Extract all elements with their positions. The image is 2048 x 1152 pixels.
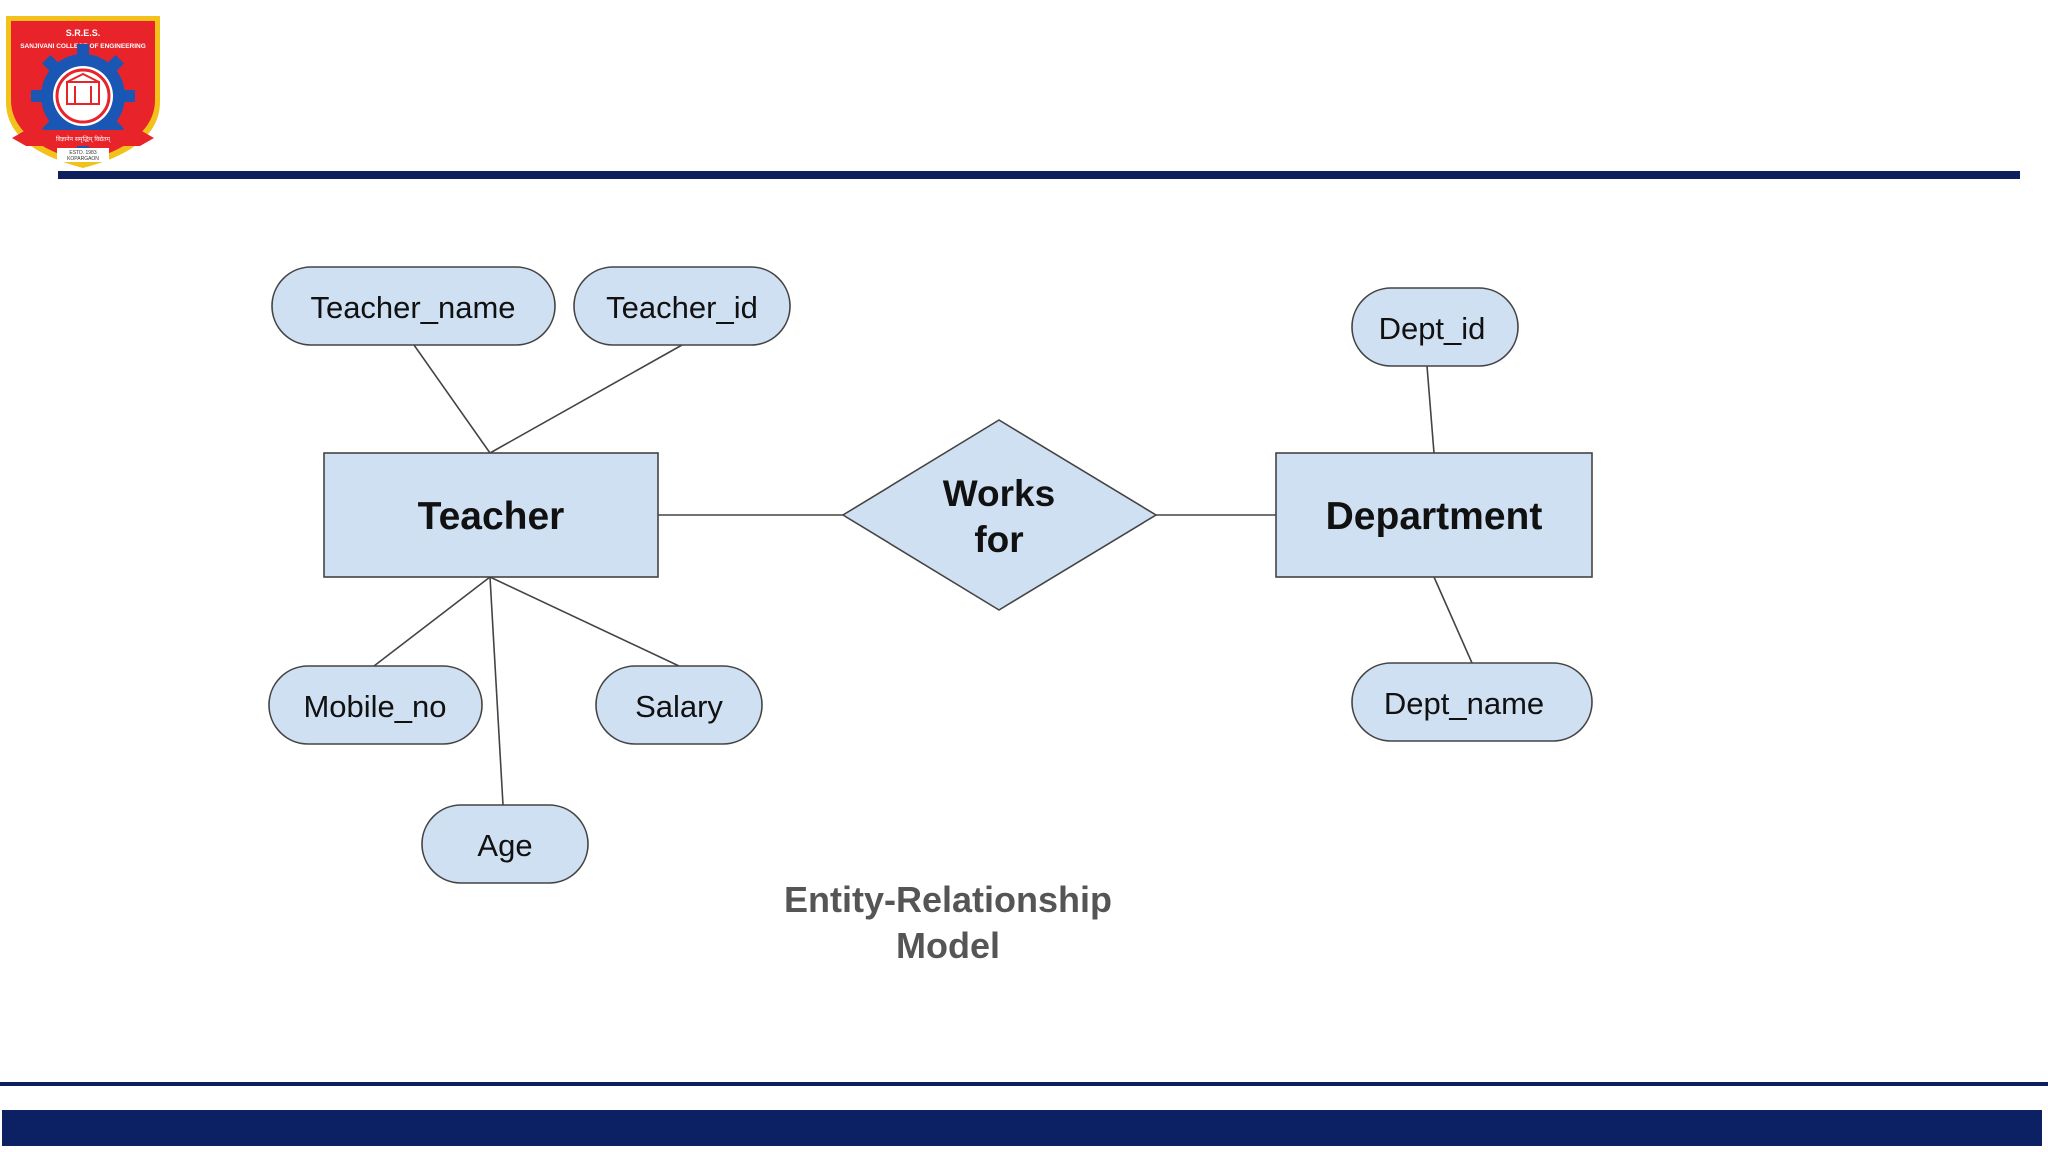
line-teacher-teacher-name	[413, 344, 491, 454]
line-teacher-teacher-id	[489, 344, 683, 454]
line-teacher-salary	[489, 576, 680, 667]
attribute-teacher-name-label: Teacher_name	[310, 290, 515, 325]
attribute-salary-label: Salary	[635, 689, 723, 724]
svg-text:S.R.E.S.: S.R.E.S.	[66, 28, 101, 38]
attribute-age-label: Age	[477, 828, 532, 863]
entity-teacher-label: Teacher	[418, 495, 565, 538]
attribute-age: Age	[421, 804, 589, 884]
attribute-dept-id: Dept_id	[1351, 287, 1519, 367]
footer-bar	[2, 1110, 2042, 1146]
attribute-mobile-no-label: Mobile_no	[303, 689, 446, 724]
relationship-label-line2: for	[974, 519, 1023, 560]
caption-line1: Entity-Relationship	[784, 879, 1112, 920]
line-teacher-age	[489, 576, 504, 806]
attribute-mobile-no: Mobile_no	[268, 665, 483, 745]
college-logo: S.R.E.S. SANJIVANI COLLEGE OF ENGINEERIN…	[6, 16, 160, 168]
attribute-teacher-id-label: Teacher_id	[606, 290, 758, 325]
svg-text:ESTD. 1983: ESTD. 1983	[69, 150, 96, 156]
entity-teacher: Teacher	[323, 452, 659, 578]
attribute-salary: Salary	[595, 665, 763, 745]
caption-line2: Model	[896, 925, 1000, 966]
line-department-dept-name	[1433, 576, 1473, 664]
header-rule-thin	[58, 171, 2020, 173]
logo-motto: विज्ञानेन समृद्धिम् विद्येतम्	[56, 135, 111, 143]
diagram-caption: Entity-Relationship Model	[784, 879, 1112, 966]
attribute-dept-id-label: Dept_id	[1379, 311, 1486, 346]
line-department-dept-id	[1426, 365, 1435, 454]
footer-rule	[0, 1082, 2048, 1086]
attribute-teacher-id: Teacher_id	[573, 266, 791, 346]
relationship-label-line1: Works	[943, 473, 1055, 514]
svg-text:KOPARGAON: KOPARGAON	[67, 156, 99, 162]
attribute-teacher-name: Teacher_name	[271, 266, 556, 346]
entity-department: Department	[1275, 452, 1593, 578]
attribute-dept-name: Dept_name	[1351, 662, 1593, 742]
gear-icon	[31, 44, 135, 148]
header-rule	[58, 173, 2020, 179]
line-teacher-mobile-no	[373, 576, 491, 667]
connector-lines	[373, 344, 1473, 806]
entity-department-label: Department	[1326, 495, 1543, 538]
attribute-dept-name-label: Dept_name	[1384, 686, 1544, 721]
relationship-works-for: Works for	[841, 419, 1158, 611]
